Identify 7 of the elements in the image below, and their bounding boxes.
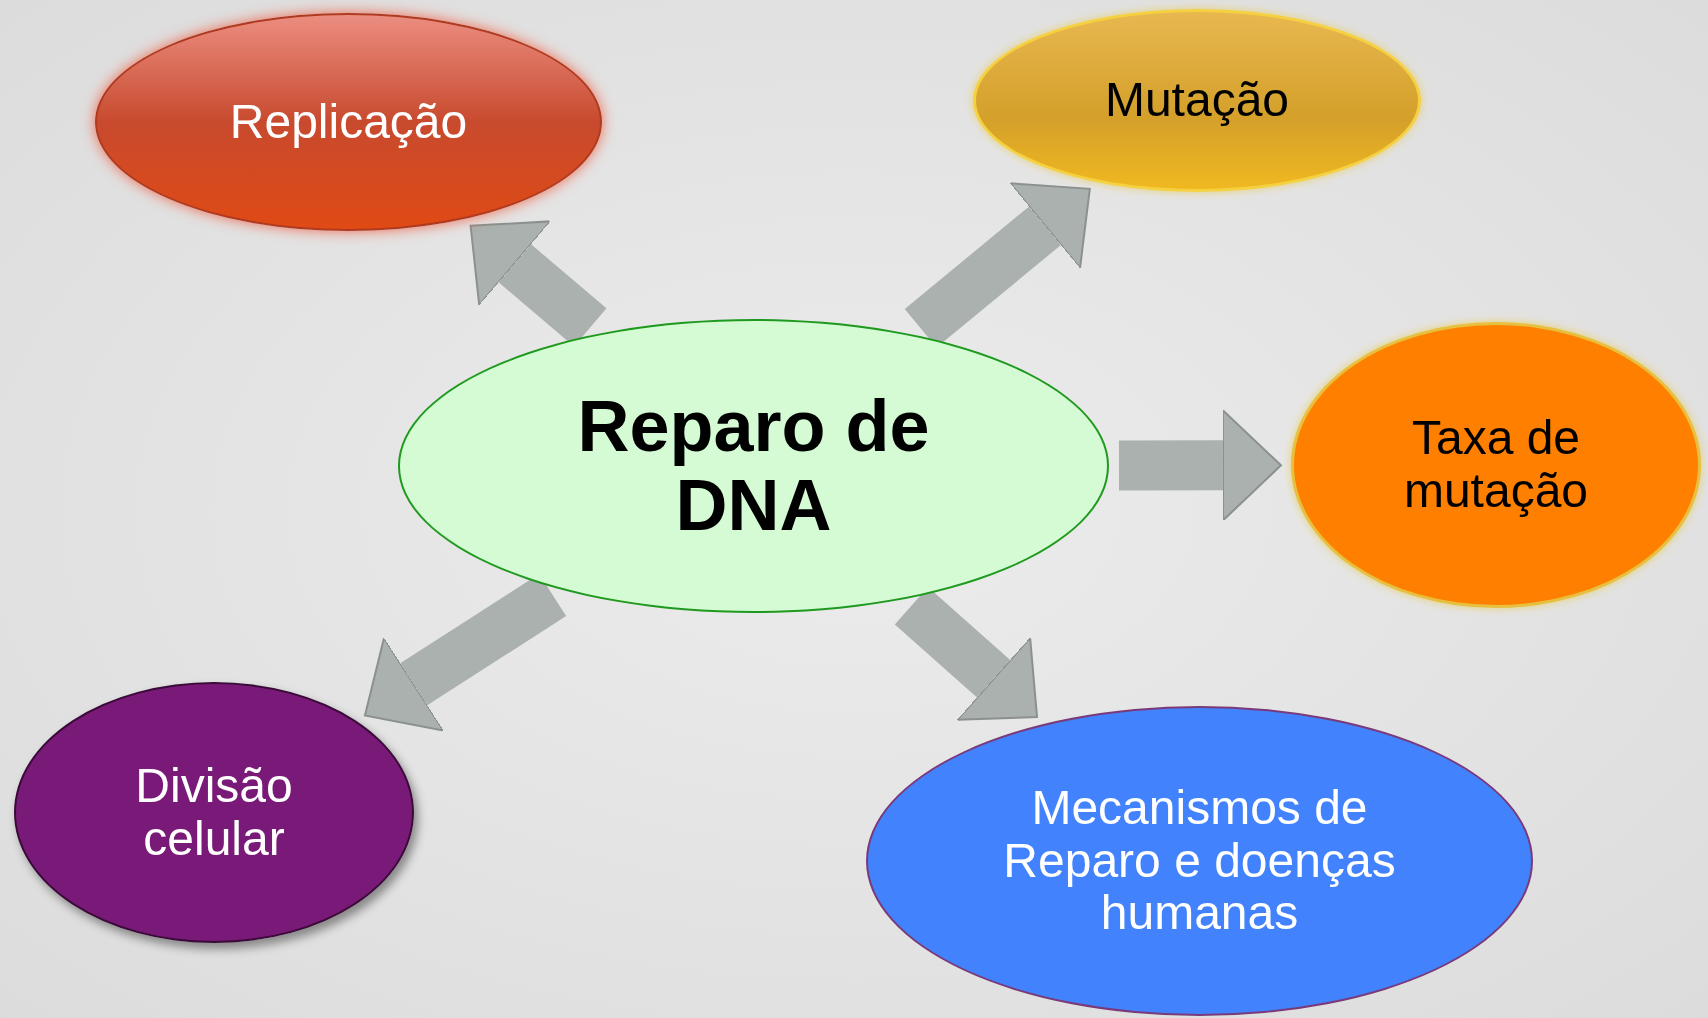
node-label: Taxa de mutação — [1402, 412, 1590, 518]
node-label: Divisão celular — [134, 759, 294, 866]
node-label: Reparo de DNA — [576, 386, 931, 546]
node-label: Replicação — [229, 95, 468, 149]
node-label: Mecanismos de Reparo e doenças humanas — [1002, 781, 1397, 941]
block-arrow — [1118, 409, 1282, 522]
node-label: Mutação — [1104, 74, 1290, 127]
